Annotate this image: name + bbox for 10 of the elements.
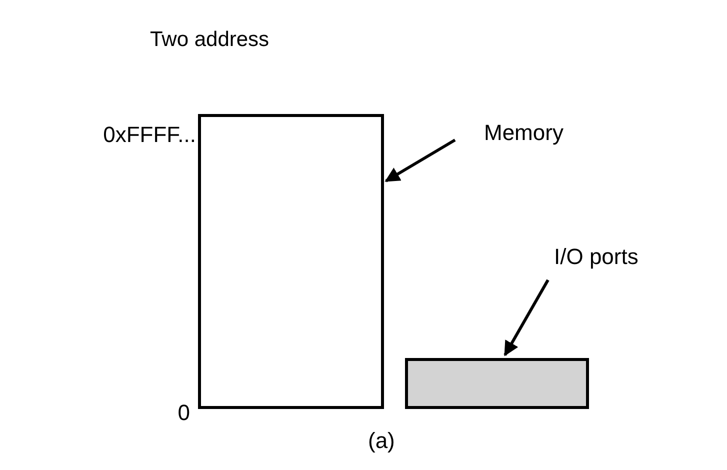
callout-text: Memory	[484, 116, 604, 146]
caption: (a)	[368, 427, 395, 455]
address-label: 0xFFFF...	[102, 121, 196, 149]
port-box	[405, 358, 589, 409]
title: Two address	[150, 27, 270, 53]
address-label: 0	[176, 399, 190, 427]
callout-text: I/O ports	[554, 240, 704, 270]
leader-arrow	[504, 279, 550, 356]
memory-box	[198, 114, 384, 409]
leader-arrow	[384, 138, 456, 182]
